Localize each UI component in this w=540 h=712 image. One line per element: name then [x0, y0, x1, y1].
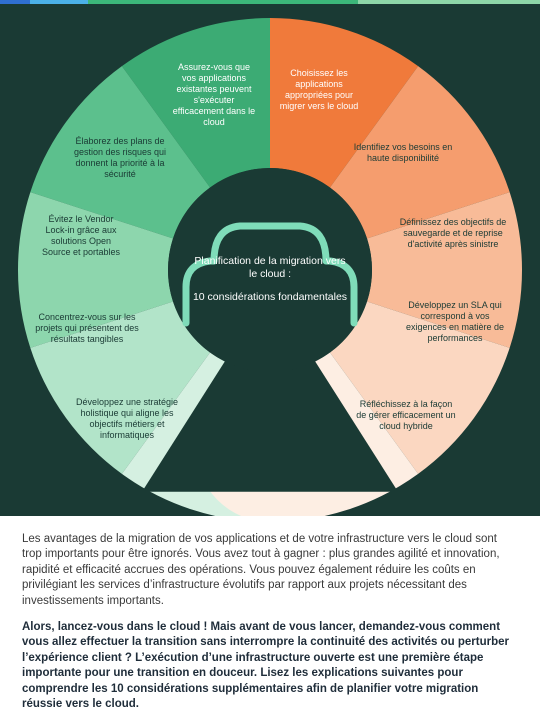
consideration-tangible-results: Concentrez-vous sur les projets qui prés… [35, 312, 139, 344]
diagram-subtitle: 10 considérations fondamentales [192, 291, 348, 303]
right-segment-1 [270, 18, 419, 188]
stripe-segment [88, 0, 358, 4]
consideration-sla-performance: Développez un SLA qui correspond à vos e… [405, 300, 505, 343]
stripe-segment [358, 0, 540, 4]
cloud-icon [182, 222, 358, 327]
left-segment-3 [17, 192, 173, 348]
stripe-segment [0, 0, 30, 4]
segments-layer [17, 18, 522, 516]
diagram-title: Planification de la migration vers le cl… [194, 255, 346, 280]
intro-paragraph: Les avantages de la migration de vos app… [22, 533, 500, 607]
left-segment-2 [30, 66, 211, 239]
left-segment-4 [30, 301, 211, 474]
right-segment-3 [367, 192, 522, 348]
right-segment-2 [329, 66, 510, 239]
top-accent-stripe [0, 0, 540, 4]
consideration-application-compatibility: Assurez-vous que vos applications exista… [172, 62, 256, 127]
consideration-vendor-lock-in: Évitez le Vendor Lock-in grâce aux solut… [41, 214, 121, 257]
right-segment-4 [329, 301, 510, 474]
migration-diagram: Assurez-vous que vos applications exista… [0, 4, 540, 516]
call-to-action-paragraph: Alors, lancez-vous dans le cloud ! Mais … [22, 621, 509, 711]
consideration-hybrid-cloud: Réfléchissez à la façon de gérer efficac… [356, 399, 456, 431]
center-hub [168, 168, 372, 372]
stripe-segment [30, 0, 88, 4]
consideration-choose-applications: Choisissez les applications appropriées … [279, 68, 359, 111]
diagram-wheel [17, 18, 522, 516]
consideration-risk-management: Élaborez des plans de gestion des risque… [73, 136, 167, 179]
consideration-holistic-strategy: Développez une stratégie holistique qui … [75, 397, 179, 440]
consideration-high-availability: Identifiez vos besoins en haute disponib… [353, 142, 453, 163]
consideration-backup-recovery: Définissez des objectifs de sauvegarde e… [399, 217, 507, 249]
left-segment-1 [121, 18, 270, 188]
horseshoe-gap [142, 290, 398, 492]
